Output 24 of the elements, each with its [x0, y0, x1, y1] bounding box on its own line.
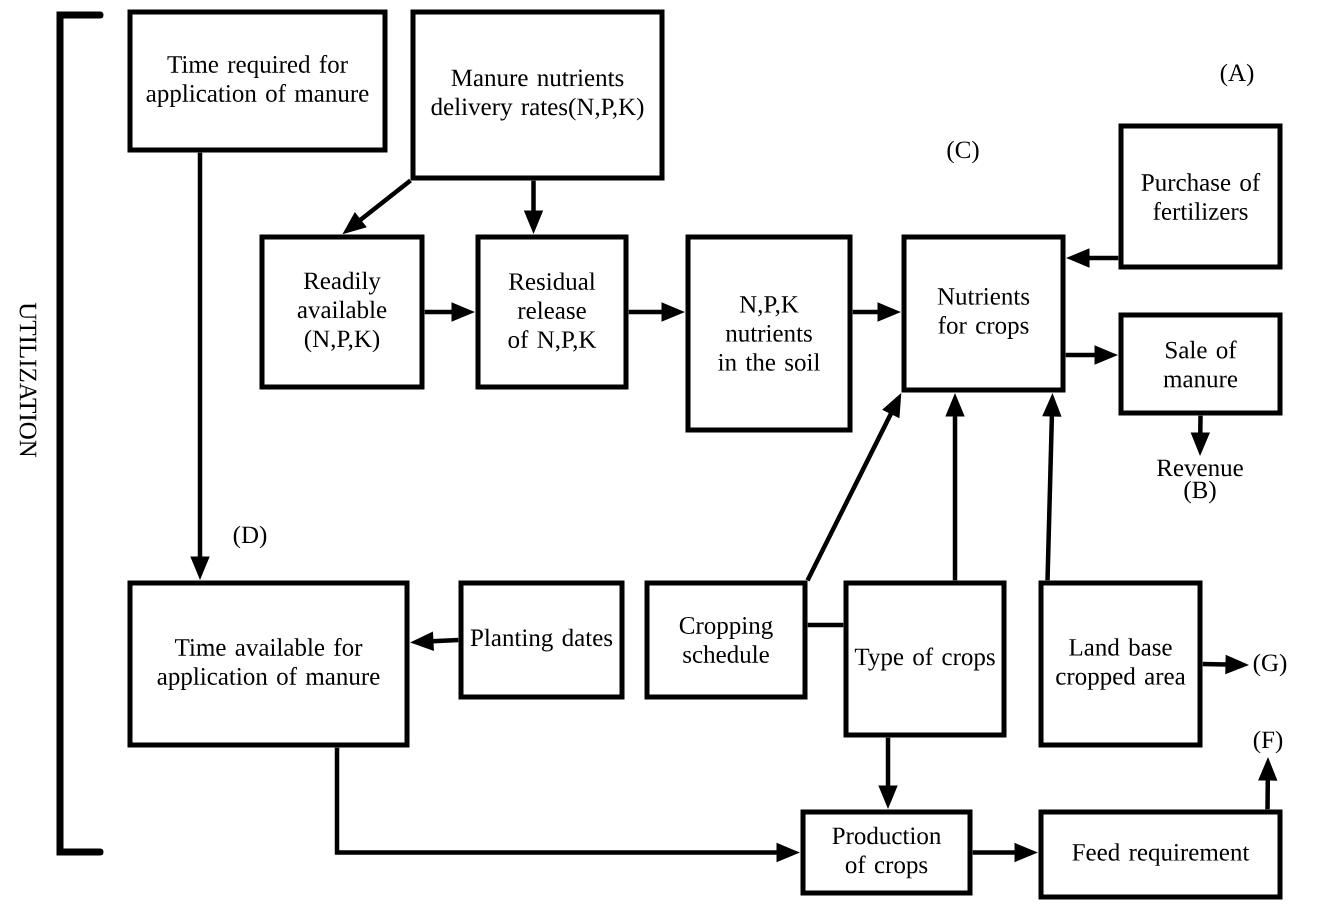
process-box: Production of crops [800, 809, 973, 896]
process-box: Manure nutrients delivery rates(N,P,K) [410, 9, 665, 181]
process-box: Time available for application of manure [127, 580, 410, 748]
reference-label: (C) [947, 140, 979, 164]
process-box: Time required for application of manure [127, 9, 388, 153]
process-box: Residual release of N,P,K [475, 234, 629, 390]
process-box: N,P,K nutrients in the soil [685, 234, 853, 433]
text-label: (G) [1253, 653, 1287, 677]
process-box: Readily available (N,P,K) [259, 234, 425, 390]
process-box: Nutrients for crops [901, 234, 1066, 393]
process-box: Purchase of fertilizers [1118, 123, 1283, 270]
process-box: Land base cropped area [1038, 580, 1203, 748]
process-box: Cropping schedule [644, 580, 808, 700]
connector-line [807, 622, 844, 628]
process-box: Feed requirement [1038, 809, 1283, 900]
process-box: Sale of manure [1118, 312, 1283, 416]
text-label: (F) [1253, 730, 1283, 754]
process-box: Planting dates [458, 580, 625, 700]
text-label: (B) [1184, 480, 1216, 504]
reference-label: (D) [233, 525, 267, 549]
vertical-label: UTILIZATION [19, 302, 37, 458]
process-box: Type of crops [843, 580, 1007, 738]
text-label: Revenue [1157, 459, 1243, 477]
reference-label: (A) [1220, 63, 1254, 87]
